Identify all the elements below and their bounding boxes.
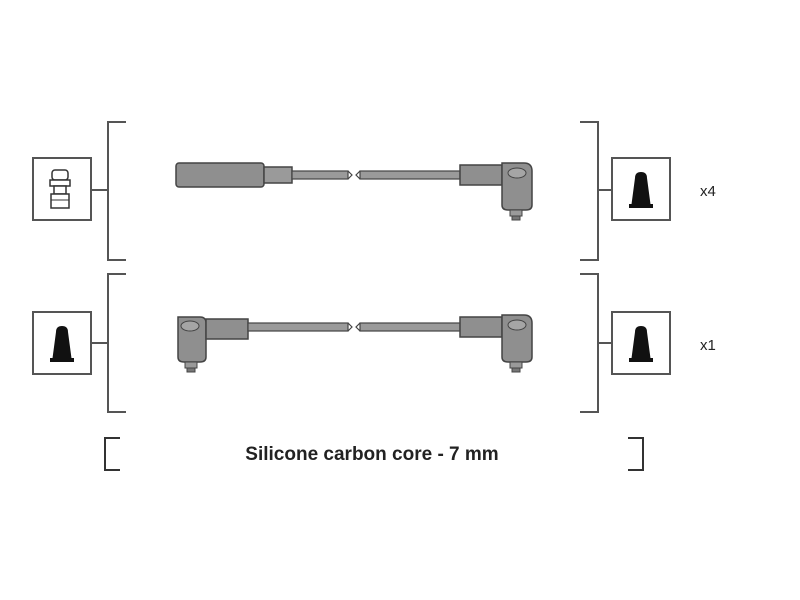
quantity-label-row-2: x1 bbox=[700, 337, 716, 354]
left-bracket-row-2 bbox=[107, 273, 126, 413]
left-bracket-row-1 bbox=[107, 121, 126, 261]
straight-spark-plug-connector-icon bbox=[32, 157, 92, 221]
caption-bracket-right bbox=[628, 437, 644, 471]
lead-row-1: x4 bbox=[32, 121, 716, 261]
boot-connector-icon bbox=[32, 311, 92, 375]
boot-connector-icon bbox=[611, 157, 671, 221]
right-bracket-row-2 bbox=[580, 273, 599, 413]
caption-group: Silicone carbon core - 7 mm bbox=[104, 437, 644, 471]
straight-boot bbox=[175, 162, 265, 188]
lead-wire-row-2 bbox=[177, 314, 533, 373]
quantity-label-row-1: x4 bbox=[700, 183, 716, 200]
caption-bracket-left bbox=[104, 437, 120, 471]
lead-wire-row-1 bbox=[175, 162, 533, 221]
caption-text: Silicone carbon core - 7 mm bbox=[245, 444, 498, 465]
right-bracket-row-1 bbox=[580, 121, 599, 261]
boot-connector-icon bbox=[611, 311, 671, 375]
lead-row-2: x1 bbox=[32, 273, 716, 413]
